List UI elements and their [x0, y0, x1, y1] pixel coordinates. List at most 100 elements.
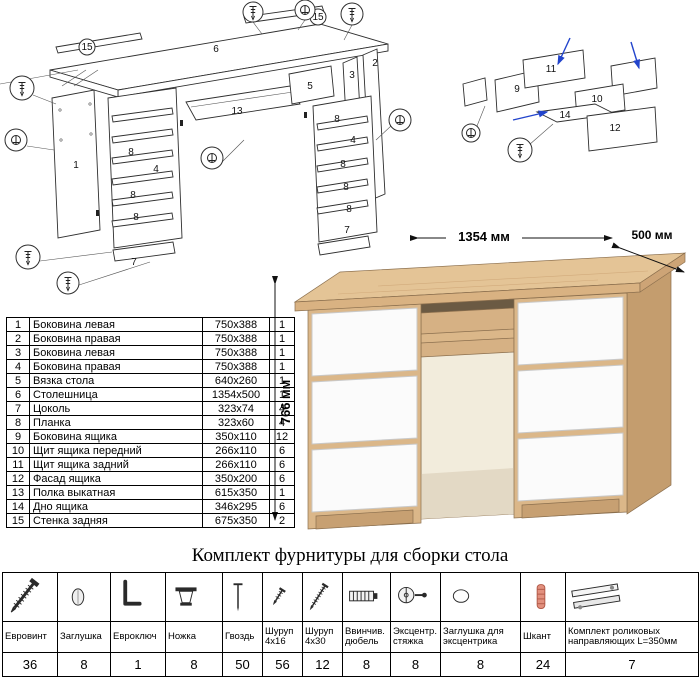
hardware-qty: 56 [262, 652, 303, 677]
hex-key-icon [123, 579, 142, 606]
part-name: Полка выкатная [29, 485, 203, 500]
part-size: 675x350 [202, 513, 270, 528]
part-label-4a: 4 [153, 164, 159, 175]
part-label-8f: 8 [343, 182, 349, 193]
part-qty: 6 [269, 471, 295, 486]
hardware-name: Ввинчив. дюбель [342, 621, 391, 653]
hardware-qty: 8 [440, 652, 521, 677]
hardware-name: Заглушка [57, 621, 111, 653]
hardware-qty: 8 [165, 652, 223, 677]
part-size: 350x110 [202, 429, 270, 444]
hardware-icon-cell [110, 572, 166, 622]
desk-floor-shadow [421, 468, 514, 519]
hardware-qty: 7 [565, 652, 699, 677]
drawer-front [517, 364, 624, 434]
drawer-front [517, 296, 624, 366]
part-label-8e: 8 [340, 159, 346, 170]
hardware-qty: 8 [390, 652, 441, 677]
right-plinth [521, 498, 620, 519]
drawer-fronts [311, 296, 624, 513]
part-label-8b: 8 [130, 190, 136, 201]
part-size: 640x260 [202, 373, 270, 388]
part-qty: 1 [269, 345, 295, 360]
part-qty: 1 [269, 359, 295, 374]
keyboard-tray-part [185, 85, 301, 121]
part-size: 346x295 [202, 499, 270, 514]
hardware-names-row: Евровинт Заглушка Евроключ Ножка Гвоздь … [2, 621, 699, 653]
part-num: 14 [6, 499, 30, 514]
left-plinth [315, 509, 414, 530]
part-label-11: 11 [546, 64, 557, 75]
desk-render: 1354 мм 500 мм 766 мм [272, 226, 687, 530]
part-name: Боковина левая [29, 345, 203, 360]
hardware-icon-cell [565, 572, 699, 622]
part-label-3: 3 [349, 70, 355, 81]
hardware-icon-cell [222, 572, 263, 622]
hardware-icon-cell [57, 572, 111, 622]
desk-center-top-gap [421, 299, 514, 313]
hardware-qty: 8 [57, 652, 111, 677]
part-label-10: 10 [591, 94, 603, 105]
part-label-12: 12 [609, 123, 621, 134]
part-size: 615x350 [202, 485, 270, 500]
depth-label: 500 мм [631, 228, 672, 242]
hardware-name: Эксцентр. стяжка [390, 621, 441, 653]
part-name: Щит ящика задний [29, 457, 203, 472]
part-label-1: 1 [73, 160, 79, 171]
hardware-name: Гвоздь [222, 621, 263, 653]
part-qty: 6 [269, 499, 295, 514]
drawer-assembly-diagram: 9 11 10 14 12 [461, 37, 658, 163]
part-label-7a: 7 [131, 257, 137, 268]
part-size: 266x110 [202, 457, 270, 472]
part-qty: 12 [269, 429, 295, 444]
tie-panel-part [288, 65, 335, 105]
cam-lock-icon [398, 586, 427, 604]
screw-long-icon [309, 582, 329, 611]
hardware-callouts [4, 0, 412, 295]
hardware-qty: 24 [520, 652, 566, 677]
roller-slides-icon [571, 583, 621, 610]
assembly-direction-arrows [512, 37, 640, 121]
part-size: 1354x500 [202, 387, 270, 402]
hardware-name: Шуруп 4x30 [302, 621, 343, 653]
part-qty: 4 [269, 415, 295, 430]
drawer-front [311, 443, 418, 513]
part-size: 323x60 [202, 415, 270, 430]
part-name: Боковина правая [29, 359, 203, 374]
hardware-icon-cell [302, 572, 343, 622]
part-num: 13 [6, 485, 30, 500]
part-label-8g: 8 [346, 204, 352, 215]
hardware-icon-cell [520, 572, 566, 622]
nail-icon [233, 583, 243, 612]
part-num: 3 [6, 345, 30, 360]
hardware-name: Заглушка для эксцентрика [440, 621, 521, 653]
part-num: 15 [6, 513, 30, 528]
hardware-qty: 50 [222, 652, 263, 677]
hardware-kit-title: Комплект фурнитуры для сборки стола [191, 545, 509, 566]
fitting-marks [96, 112, 307, 216]
hardware-name: Евровинт [2, 621, 58, 653]
drawer-hardware-callouts [461, 105, 554, 163]
part-qty: 1 [269, 387, 295, 402]
part-num: 9 [6, 429, 30, 444]
part-num: 1 [6, 317, 30, 332]
hardware-table: Евровинт Заглушка Евроключ Ножка Гвоздь … [2, 572, 699, 677]
part-qty: 1 [269, 317, 295, 332]
hardware-icons-row [2, 572, 699, 622]
hardware-qty: 36 [2, 652, 58, 677]
hardware-icon-cell [2, 572, 58, 622]
hardware-qty: 12 [302, 652, 343, 677]
part-label-8a: 8 [128, 147, 134, 158]
hardware-name: Комплект роликовых направляющих L=350мм [565, 621, 699, 653]
part-label-15-right: 15 [312, 12, 324, 23]
